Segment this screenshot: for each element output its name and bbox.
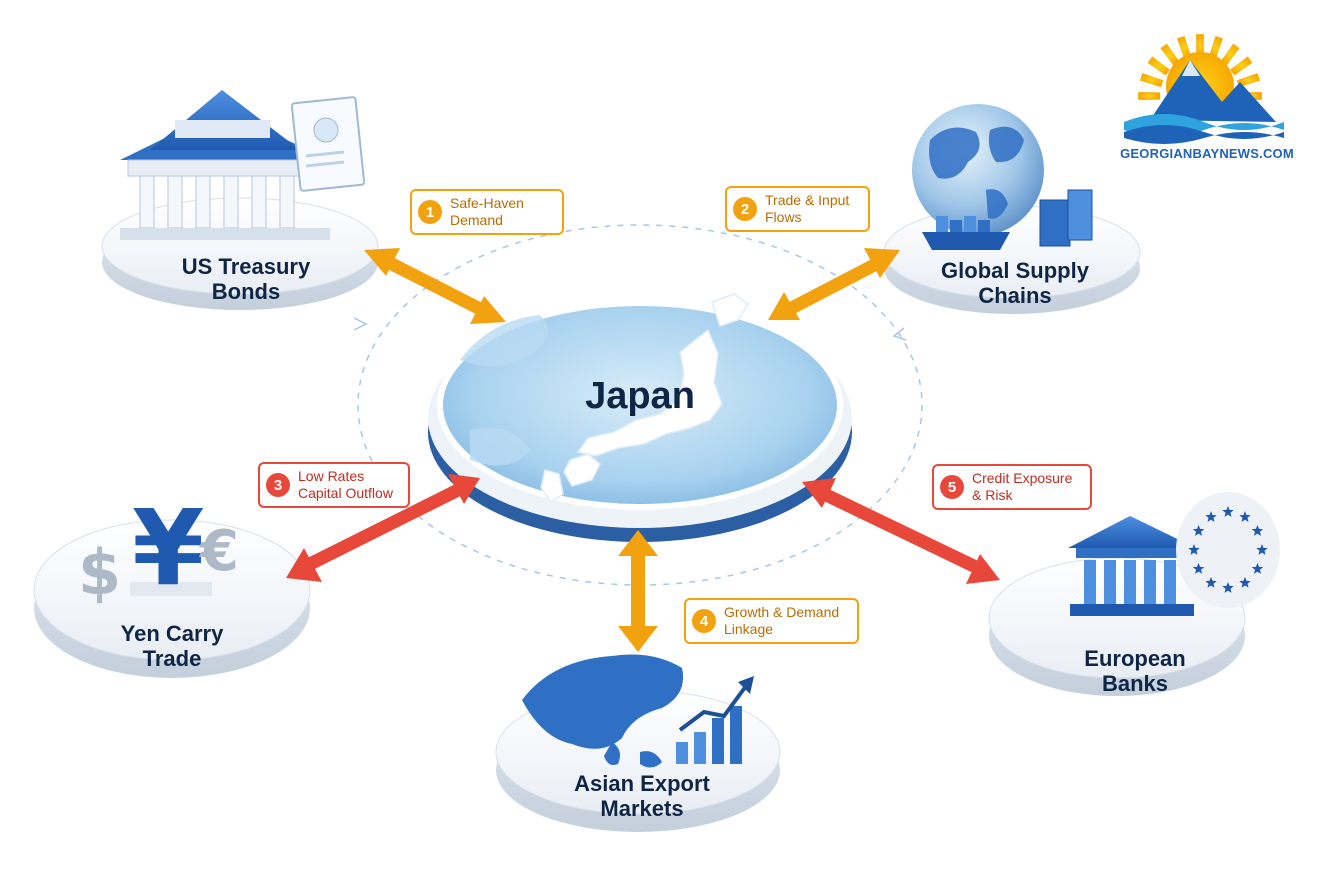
sun-ray xyxy=(1160,43,1180,66)
node-label-line: Markets xyxy=(600,796,684,821)
callout-line: Low Rates xyxy=(298,468,365,484)
node-label-global-supply: Global Supply Chains xyxy=(905,258,1125,308)
sun-ray xyxy=(1177,35,1192,60)
eu-star xyxy=(1239,511,1251,522)
node-label-european-banks: European Banks xyxy=(1025,646,1245,696)
eu-star xyxy=(1256,544,1268,555)
sun-ray xyxy=(1208,35,1223,60)
node-label-line: US Treasury xyxy=(181,254,311,279)
sun-ray xyxy=(1230,56,1253,76)
link-number-badge: 5 xyxy=(940,475,964,499)
orbit-ring-arrow xyxy=(892,327,907,341)
callout-link-4: 4 Growth & Demand Linkage xyxy=(684,598,859,644)
eu-star xyxy=(1188,544,1200,555)
globe-icon xyxy=(912,104,1044,236)
callout-link-3: 3 Low Rates Capital Outflow xyxy=(258,462,410,508)
shipping-containers-icon xyxy=(1039,189,1093,247)
callout-text: Trade & Input Flows xyxy=(765,192,849,226)
sun-ray xyxy=(1147,56,1170,76)
node-label-line: Yen Carry xyxy=(120,621,224,646)
callout-line: Linkage xyxy=(724,621,774,637)
node-label-line: Asian Export xyxy=(574,771,710,796)
callout-line: Capital Outflow xyxy=(298,485,393,501)
arrow-credit-risk xyxy=(802,478,1000,584)
eu-star xyxy=(1192,563,1205,574)
sun-ray xyxy=(1139,73,1164,88)
eu-star xyxy=(1192,525,1205,536)
eu-star xyxy=(1251,525,1264,536)
sun-ray xyxy=(1138,92,1161,100)
node-label-us-treasury: US Treasury Bonds xyxy=(136,254,356,304)
callout-text: Low Rates Capital Outflow xyxy=(298,468,393,502)
link-number-badge: 2 xyxy=(733,197,757,221)
yen-symbol: ¥ xyxy=(132,487,204,609)
callout-line: Safe-Haven xyxy=(450,195,524,211)
eu-star xyxy=(1251,563,1264,574)
link-number-badge: 4 xyxy=(692,609,716,633)
arrow-capital-outflow xyxy=(286,474,480,582)
japan-map-icon xyxy=(540,293,750,504)
node-label-line: Chains xyxy=(978,283,1052,308)
sun-ray xyxy=(1236,73,1261,88)
eu-star xyxy=(1205,511,1217,522)
node-label-line: Bonds xyxy=(211,279,281,304)
callout-text: Credit Exposure & Risk xyxy=(972,470,1072,504)
brand-site-text: GEORGIANBAYNEWS.COM xyxy=(1120,146,1294,161)
eu-star xyxy=(1222,506,1234,517)
callout-line: Growth & Demand xyxy=(724,604,840,620)
callout-text: Safe-Haven Demand xyxy=(450,195,524,229)
eu-star xyxy=(1205,576,1217,588)
currency-symbols-icon: $ ¥ € xyxy=(78,487,239,609)
callout-link-5: 5 Credit Exposure & Risk xyxy=(932,464,1092,510)
callout-link-1: 1 Safe-Haven Demand xyxy=(410,189,564,235)
callout-line: & Risk xyxy=(972,487,1013,503)
bond-certificate-icon xyxy=(290,96,366,192)
node-label-line: European xyxy=(1084,646,1186,671)
government-building-icon xyxy=(120,90,330,240)
callout-line: Credit Exposure xyxy=(972,470,1073,486)
callout-line: Trade & Input xyxy=(765,192,850,208)
euro-symbol: € xyxy=(198,519,239,584)
cargo-ship-icon xyxy=(922,216,1010,250)
orbit-ring-arrow xyxy=(353,317,368,331)
link-number-badge: 3 xyxy=(266,473,290,497)
brand-logo-icon xyxy=(1124,34,1284,144)
hub-label-japan: Japan xyxy=(585,375,695,417)
node-label-yen-carry: Yen Carry Trade xyxy=(62,621,282,671)
callout-line: Flows xyxy=(765,209,802,225)
dollar-symbol: $ xyxy=(78,536,121,609)
node-label-asian-export: Asian Export Markets xyxy=(532,771,752,821)
asia-map-icon xyxy=(522,654,684,768)
node-label-line: Banks xyxy=(1101,671,1169,696)
japan-hub xyxy=(428,293,852,542)
bank-icon xyxy=(1068,516,1196,616)
sun-ray xyxy=(1196,34,1204,57)
arrow-trade-flows xyxy=(768,248,900,320)
link-number-badge: 1 xyxy=(418,200,442,224)
callout-text: Growth & Demand Linkage xyxy=(724,604,839,638)
arrow-growth-linkage xyxy=(618,530,658,652)
growth-chart-icon xyxy=(676,676,754,764)
node-label-line: Global Supply xyxy=(941,258,1089,283)
node-label-line: Trade xyxy=(142,646,202,671)
eu-star xyxy=(1239,576,1251,588)
sun-ray xyxy=(1220,43,1240,66)
arrow-safe-haven xyxy=(364,248,506,324)
callout-link-2: 2 Trade & Input Flows xyxy=(725,186,870,232)
eu-stars-icon xyxy=(1176,492,1280,608)
eu-star xyxy=(1222,582,1234,593)
callout-line: Demand xyxy=(450,212,503,228)
